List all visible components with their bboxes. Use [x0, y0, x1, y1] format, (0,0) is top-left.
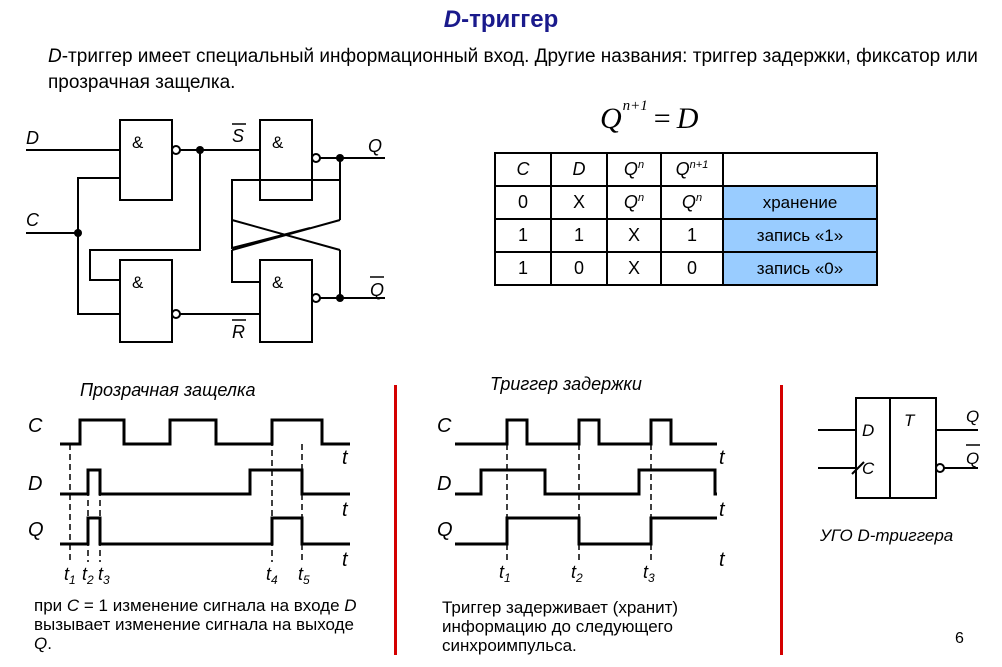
cell-c: 1 [494, 218, 552, 253]
ugo-d-pin: D [862, 421, 874, 440]
header-op [722, 152, 878, 187]
cell-op: хранение [722, 185, 878, 220]
nand-gate-3 [119, 259, 173, 343]
gate-2-label: & [272, 133, 284, 152]
table-row: 0 X Qn Qn хранение [494, 185, 878, 220]
table-row: 1 1 X 1 запись «1» [494, 218, 878, 253]
input-c-label: C [26, 210, 40, 230]
nand-gate-1 [119, 119, 173, 201]
nand-gate-2 [259, 119, 313, 201]
ugo-c-pin: C [862, 459, 875, 478]
latch-timing-diagram: C D Q t t t t1 t2 t3 t4 t5 [28, 415, 350, 587]
cell-qn1: Qn [660, 185, 724, 220]
delay-q-label: Q [437, 519, 453, 541]
latch-q-label: Q [28, 519, 44, 541]
ugo-t-label: T [904, 411, 916, 430]
divider-left [394, 385, 397, 655]
d-trigger-circuit: D C Q Q S R & & & & [26, 119, 385, 343]
cell-c: 1 [494, 251, 552, 286]
header-qn: Qn [606, 152, 662, 187]
delay-axis-t: t [719, 549, 726, 571]
cell-qn1: 0 [660, 251, 724, 286]
delay-axis-t: t [719, 447, 726, 469]
latch-note: при C = 1 изменение сигнала на входе D в… [34, 596, 357, 653]
delay-caption: Триггер задержки [490, 374, 642, 394]
output-qbar-label: Q [370, 280, 384, 300]
tick-t5: t5 [298, 564, 310, 587]
latch-axis-t: t [342, 499, 349, 521]
gate-3-label: & [132, 273, 144, 292]
divider-right [780, 385, 783, 655]
truth-table: C D Qn Qn+1 0 X Qn Qn хранение 1 1 X 1 з… [494, 152, 878, 286]
latch-axis-t: t [342, 549, 349, 571]
slide-title: D-триггер [443, 6, 559, 33]
tick-t2: t2 [571, 562, 583, 585]
ugo-symbol: D C T Q Q [818, 397, 980, 499]
cell-qn1: 1 [660, 218, 724, 253]
tick-t2: t2 [82, 564, 94, 587]
latch-axis-t: t [342, 447, 349, 469]
page-number: 6 [955, 630, 964, 647]
intro-text: D-триггер имеет специальный информационн… [48, 46, 978, 93]
delay-d-label: D [437, 473, 451, 495]
tick-t1: t1 [499, 562, 511, 585]
ugo-q-label: Q [966, 407, 979, 426]
latch-d-label: D [28, 473, 42, 495]
cell-q: Qn [606, 185, 662, 220]
gate-1-label: & [132, 133, 144, 152]
tick-t3: t3 [643, 562, 655, 585]
nand-gate-4 [259, 259, 313, 343]
delay-note: Триггер задерживает (хранит) информацию … [442, 598, 679, 655]
output-q-label: Q [368, 136, 382, 156]
cell-d: 0 [550, 251, 608, 286]
header-qn1: Qn+1 [660, 152, 724, 187]
input-d-label: D [26, 128, 39, 148]
cell-q: X [606, 218, 662, 253]
cell-d: 1 [550, 218, 608, 253]
truth-table-header: C D Qn Qn+1 [494, 152, 878, 187]
delay-c-label: C [437, 415, 452, 437]
ugo-qbar-label: Q [966, 449, 979, 468]
cell-d: X [550, 185, 608, 220]
s-bar-label: S [232, 126, 244, 146]
cell-op: запись «0» [722, 251, 878, 286]
ugo-caption: УГО D-триггера [820, 526, 954, 545]
cell-q: X [606, 251, 662, 286]
tick-t1: t1 [64, 564, 76, 587]
delay-axis-t: t [719, 499, 726, 521]
header-c: C [494, 152, 552, 187]
tick-t3: t3 [98, 564, 110, 587]
latch-caption: Прозрачная защелка [80, 380, 256, 400]
tick-t4: t4 [266, 564, 278, 587]
r-bar-label: R [232, 322, 245, 342]
characteristic-equation: Qn+1=D [600, 98, 699, 135]
delay-timing-diagram: C D Q t t t t1 t2 t3 [437, 415, 726, 585]
cell-op: запись «1» [722, 218, 878, 253]
table-row: 1 0 X 0 запись «0» [494, 251, 878, 286]
gate-4-label: & [272, 273, 284, 292]
cell-c: 0 [494, 185, 552, 220]
latch-c-label: C [28, 415, 43, 437]
header-d: D [550, 152, 608, 187]
